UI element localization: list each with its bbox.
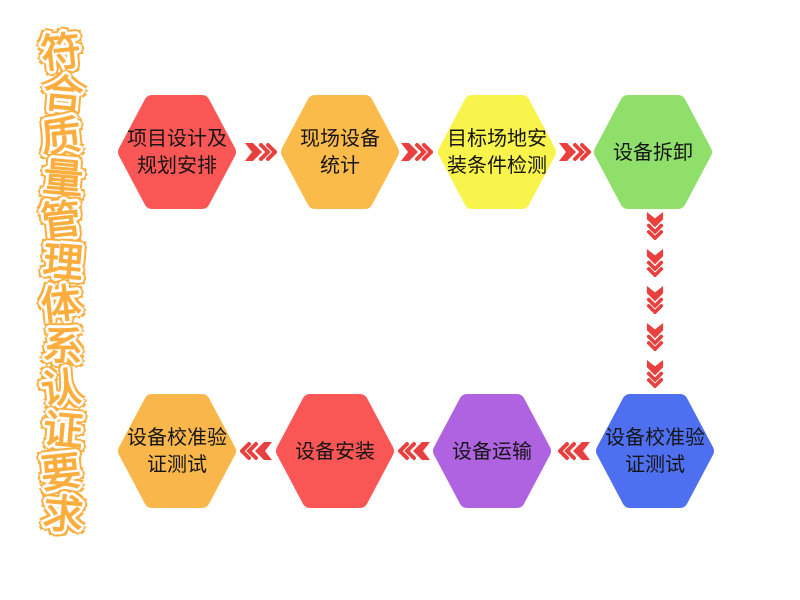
title-char: 认 (38, 364, 84, 415)
chevron-left-icon (398, 442, 430, 460)
hex-node-site-install-condition-check: 目标场地安 装条件检测 (437, 94, 557, 210)
hexagon-shape (276, 394, 394, 508)
chevron-down-icon (646, 212, 664, 240)
hexagon-shape (118, 95, 236, 209)
hexagon-shape (438, 95, 556, 209)
title-char: 量 (41, 154, 85, 204)
chevron-down-icon (646, 249, 664, 277)
node-label-line: 设备运输 (452, 438, 532, 463)
hexagon-shape (596, 394, 714, 508)
hexagon-shape (281, 95, 399, 209)
node-label-line: 设备校准验 (127, 425, 227, 449)
node-label: 目标场地安 装条件检测 (437, 94, 557, 210)
hexagon-shape (433, 394, 551, 508)
title-char: 证 (41, 406, 85, 456)
title-char: 求 (41, 490, 85, 540)
node-label-line: 现场设备 (300, 126, 380, 150)
title-char: 理 (41, 238, 85, 288)
vertical-title: 符合质量管理体系认证要求 (30, 28, 94, 540)
node-label: 现场设备 统计 (280, 94, 400, 210)
node-label-line: 证测试 (147, 452, 207, 476)
node-label-line: 设备校准验 (605, 425, 705, 449)
chevron-left-icon (240, 442, 272, 460)
title-char: 系 (41, 322, 85, 372)
chevron-right-icon (401, 143, 433, 161)
hex-node-equipment-disassembly: 设备拆卸 (593, 94, 713, 210)
node-label: 设备校准验 证测试 (117, 393, 237, 509)
chevron-down-icon (646, 286, 664, 314)
node-label: 项目设计及 规划安排 (117, 94, 237, 210)
chevron-down-icon (646, 360, 664, 388)
node-label-line: 规划安排 (137, 153, 217, 177)
title-char: 合 (41, 70, 85, 120)
chevron-left-icon (558, 442, 590, 460)
node-label-line: 项目设计及 (127, 126, 227, 150)
hex-node-calibration-verification-test-2: 设备校准验 证测试 (117, 393, 237, 509)
hex-node-project-design: 项目设计及 规划安排 (117, 94, 237, 210)
title-char: 体 (38, 280, 84, 331)
node-label: 设备校准验 证测试 (595, 393, 715, 509)
node-label-line: 证测试 (625, 452, 685, 476)
hex-node-equipment-installation: 设备安装 (275, 393, 395, 509)
hex-node-equipment-transport: 设备运输 (432, 393, 552, 509)
title-char: 管 (38, 196, 84, 247)
node-label-line: 统计 (320, 153, 360, 177)
node-label: 设备安装 (275, 393, 395, 509)
node-label-line: 装条件检测 (447, 153, 547, 177)
chevron-down-icon (646, 323, 664, 351)
chevron-right-icon (559, 143, 591, 161)
node-label: 设备拆卸 (593, 94, 713, 210)
hex-node-site-equipment-stats: 现场设备 统计 (280, 94, 400, 210)
hex-node-calibration-verification-test-1: 设备校准验 证测试 (595, 393, 715, 509)
hexagon-shape (118, 394, 236, 508)
title-char: 要 (38, 448, 84, 499)
hexagon-shape (594, 95, 712, 209)
title-char: 符 (38, 28, 84, 79)
node-label-line: 目标场地安 (447, 126, 547, 150)
node-label: 设备运输 (432, 393, 552, 509)
title-char: 质 (38, 112, 84, 163)
node-label-line: 设备安装 (295, 438, 375, 463)
chevron-right-icon (245, 143, 277, 161)
node-label-line: 设备拆卸 (613, 139, 693, 164)
